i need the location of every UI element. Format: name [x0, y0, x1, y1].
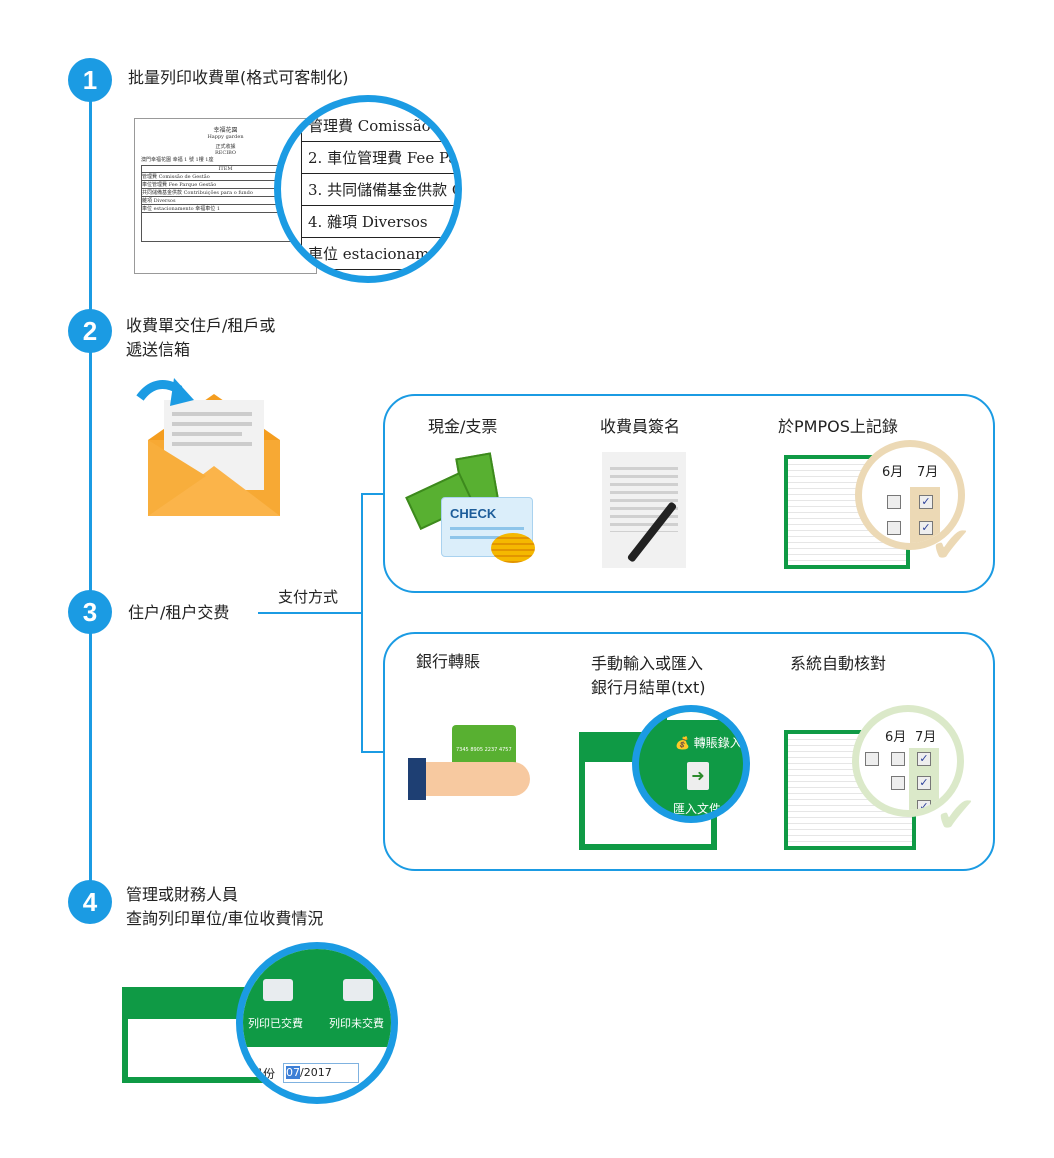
step-2-badge: 2 — [68, 309, 112, 353]
step-4-badge: 4 — [68, 880, 112, 924]
manual-import-label-line1: 手動輸入或匯入 — [591, 654, 704, 673]
bank-transfer-box — [383, 632, 995, 871]
checkbox-unchecked — [865, 752, 879, 766]
month-7-header: 7月 — [917, 465, 939, 480]
receipt-item: 車位管理費 Fee Parque Gestão — [142, 181, 309, 189]
connector-line — [361, 751, 384, 753]
connector-line — [258, 612, 363, 614]
checkbox-checked: ✓ — [917, 752, 931, 766]
checkbox-unchecked — [891, 776, 905, 790]
checkbox-checked: ✓ — [917, 776, 931, 790]
zoom-row: 管理費 Comissão — [302, 110, 455, 142]
step-1-badge: 1 — [68, 58, 112, 102]
pmpos-magnifier: 6月 7月 ✓ ✓ — [855, 440, 965, 550]
manual-import-label-line2: 銀行月結單(txt) — [591, 678, 706, 697]
cash-payment-box — [383, 394, 995, 593]
report-magnifier: 列印已交費 列印未交費 月份 07/2017 — [236, 942, 398, 1104]
reconcile-magnifier: 6月 7月 ✓ ✓ ✓ — [852, 705, 964, 817]
receipt-item: 雜項 Diversos — [142, 197, 309, 205]
card-in-hand-icon: 7345 8905 2237 4757 — [408, 722, 532, 802]
month-7-header: 7月 — [915, 730, 937, 745]
step-2-label-line1: 收費單交住戶/租戶或 — [126, 316, 276, 335]
receipt-doc: 正式收據 — [215, 144, 236, 150]
month-6-header: 6月 — [882, 465, 904, 480]
checkbox-unchecked — [891, 752, 905, 766]
receipt-item: 共同儲備基金供款 Contribuições para o fundo — [142, 189, 309, 197]
step-2-label-line2: 遞送信箱 — [126, 340, 191, 359]
checkbox-unchecked — [887, 521, 901, 535]
import-file-icon: ➜ — [687, 762, 709, 790]
receipt-magnifier: 管理費 Comissão 2. 車位管理費 Fee Pa 3. 共同儲備基金供款… — [274, 95, 462, 283]
zoom-row: 4. 雜項 Diversos — [302, 206, 455, 238]
payment-method-label: 支付方式 — [278, 588, 339, 606]
cash-cheque-label: 現金/支票 — [428, 417, 498, 436]
check-mark-icon: ✔ — [935, 786, 977, 844]
connector-line — [361, 493, 384, 495]
transfer-entry-title: 💰 轉賬錄入 — [675, 736, 742, 750]
cash-cheque-icon: CHECK — [405, 452, 540, 565]
collector-sign-label: 收費員簽名 — [600, 417, 681, 436]
card-number: 7345 8905 2237 4757 — [452, 725, 516, 769]
month-input[interactable]: 07/2017 — [283, 1063, 359, 1083]
receipt-subtitle: Happy garden — [207, 134, 244, 140]
window-title: 轉賬錄入 — [693, 736, 742, 750]
receipt-header: 澳門幸福花園 幸福 1 號 1樓 1座 — [141, 157, 214, 163]
check-mark-icon: ✔ — [930, 516, 972, 574]
import-file-button[interactable]: 匯入文件 — [673, 802, 722, 816]
month-6-header: 6月 — [885, 730, 907, 745]
signature-document-icon — [602, 452, 686, 568]
printer-icon — [343, 979, 373, 1001]
receipt-item: 車位 estacionamento 幸福車位 1 — [142, 205, 309, 213]
auto-reconcile-label: 系統自動核對 — [790, 654, 887, 673]
printer-icon — [263, 979, 293, 1001]
step-3-badge: 3 — [68, 590, 112, 634]
month-label: 月份 — [251, 1067, 276, 1081]
zoom-row: 車位 estacioname — [302, 238, 455, 270]
envelope-icon — [136, 378, 280, 516]
step-1-label: 批量列印收費單(格式可客制化) — [128, 68, 349, 87]
receipt-doc-en: RECIBO — [214, 150, 237, 156]
zoom-row: 2. 車位管理費 Fee Pa — [302, 142, 455, 174]
receipt-title: 幸福花園 — [213, 127, 238, 134]
checkbox-checked: ✓ — [917, 800, 931, 810]
zoom-row: 3. 共同儲備基金供款 C — [302, 174, 455, 206]
checkbox-checked: ✓ — [919, 495, 933, 509]
step-3-label: 住户/租户交费 — [128, 603, 230, 622]
month-selected: 07 — [286, 1066, 300, 1079]
checkbox-checked: ✓ — [919, 521, 933, 535]
receipt-col-item: ITEM — [142, 166, 309, 173]
connector-line — [361, 493, 363, 753]
month-year: /2017 — [300, 1066, 332, 1079]
pmpos-record-label: 於PMPOS上記錄 — [778, 417, 898, 436]
step-4-label-line2: 查詢列印單位/車位收費情況 — [126, 909, 324, 928]
print-unpaid-button[interactable]: 列印未交費 — [329, 1017, 384, 1030]
import-magnifier: 💰 轉賬錄入 ➜ 匯入文件 — [632, 705, 750, 823]
check-text: CHECK — [450, 506, 497, 521]
timeline-line — [89, 80, 92, 902]
bank-transfer-label: 銀行轉賬 — [416, 652, 481, 671]
step-4-label-line1: 管理或財務人員 — [126, 885, 239, 904]
checkbox-unchecked — [887, 495, 901, 509]
receipt-item: 管理費 Comissão de Gestão — [142, 173, 309, 181]
print-paid-button[interactable]: 列印已交費 — [248, 1017, 303, 1030]
pmpos-window — [784, 455, 910, 569]
